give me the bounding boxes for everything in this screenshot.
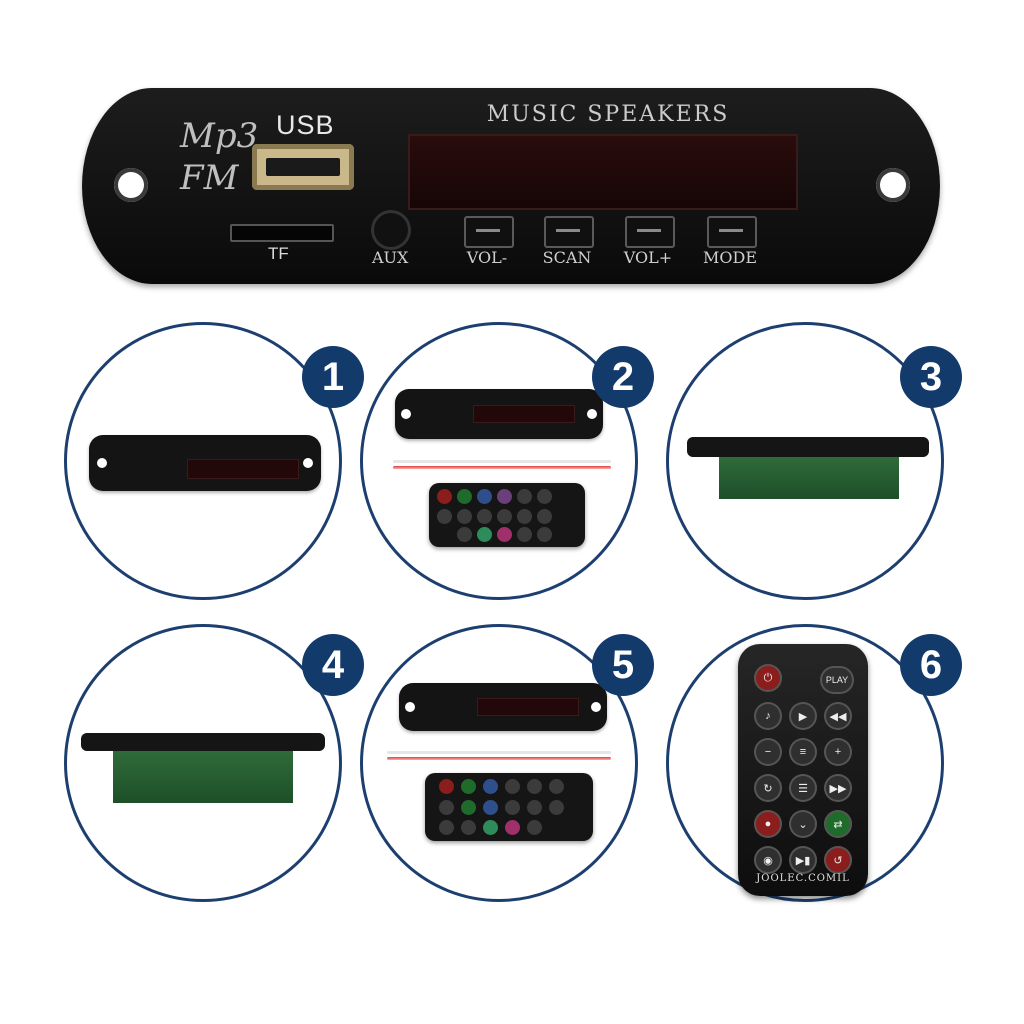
badge-5: 5 [592, 634, 654, 696]
badge-6: 6 [900, 634, 962, 696]
panel-front-view [89, 435, 321, 491]
usb-icon[interactable]: ⇄ [824, 810, 852, 838]
badge-4: 4 [302, 634, 364, 696]
mode-icon[interactable]: ☰ [789, 774, 817, 802]
chevron-down-icon[interactable]: ⌄ [789, 810, 817, 838]
usb-port[interactable] [252, 144, 354, 190]
tf-card-slot[interactable] [230, 224, 334, 242]
aux-jack[interactable] [371, 210, 411, 250]
skip-icon[interactable]: ▶▮ [789, 846, 817, 874]
record-icon[interactable]: ● [754, 810, 782, 838]
cable-red [387, 757, 611, 760]
panel-side-view [81, 733, 325, 751]
pcb-board [113, 751, 293, 803]
panel-front-view [395, 389, 603, 439]
cable [393, 460, 611, 463]
variant-circle-3 [666, 322, 944, 600]
vol-down-button[interactable] [464, 216, 514, 248]
vol-down-icon[interactable]: − [754, 738, 782, 766]
badge-3: 3 [900, 346, 962, 408]
mute-icon[interactable]: ♪ [754, 702, 782, 730]
scan-icon[interactable]: ◉ [754, 846, 782, 874]
pcb-board [719, 457, 899, 499]
aux-label: AUX [372, 248, 409, 267]
vol-down-label: VOL- [466, 248, 508, 267]
led-display [408, 134, 798, 210]
variant-circle-4 [64, 624, 342, 902]
mini-remote [429, 483, 585, 547]
play-button[interactable]: PLAY [820, 666, 854, 694]
mp3-panel: Mp3 FM USB TF AUX MUSIC SPEAKERS VOL- SC… [82, 88, 940, 284]
mount-hole-right [876, 168, 910, 202]
mount-hole-left [114, 168, 148, 202]
mode-button[interactable] [707, 216, 757, 248]
cable-red [393, 466, 611, 469]
badge-2: 2 [592, 346, 654, 408]
panel-side-view [687, 437, 929, 457]
vol-up-label: VOL+ [623, 248, 673, 267]
vol-up-icon[interactable]: + [824, 738, 852, 766]
panel-front-view [399, 683, 607, 731]
rewind-icon[interactable]: ◀◀ [824, 702, 852, 730]
return-icon[interactable]: ↺ [824, 846, 852, 874]
tf-label: TF [268, 244, 289, 263]
scan-label: SCAN [542, 248, 592, 267]
vol-up-button[interactable] [625, 216, 675, 248]
power-icon[interactable]: ⏻ [754, 664, 782, 692]
brand-label: MUSIC SPEAKERS [486, 102, 730, 127]
remote-brand: JOOLEC.COMIL [756, 873, 850, 884]
scan-button[interactable] [544, 216, 594, 248]
mini-remote [425, 773, 593, 841]
mode-label: MODE [702, 248, 757, 267]
next-icon[interactable]: ▶▶ [824, 774, 852, 802]
play-icon[interactable]: ▶ [789, 702, 817, 730]
logo-fm: FM [180, 158, 239, 198]
variant-circle-5 [360, 624, 638, 902]
cable [387, 751, 611, 754]
eq-icon[interactable]: ≡ [789, 738, 817, 766]
variant-circle-1 [64, 322, 342, 600]
repeat-icon[interactable]: ↻ [754, 774, 782, 802]
ir-remote: ⏻ PLAY ♪ ▶ ◀◀ − ≡ + ↻ ☰ ▶▶ ● ⌄ ⇄ ◉ ▶▮ ↺ … [738, 644, 868, 896]
badge-1: 1 [302, 346, 364, 408]
logo-mp3: Mp3 [180, 116, 259, 156]
variant-circle-2 [360, 322, 638, 600]
usb-label: USB [276, 110, 335, 140]
